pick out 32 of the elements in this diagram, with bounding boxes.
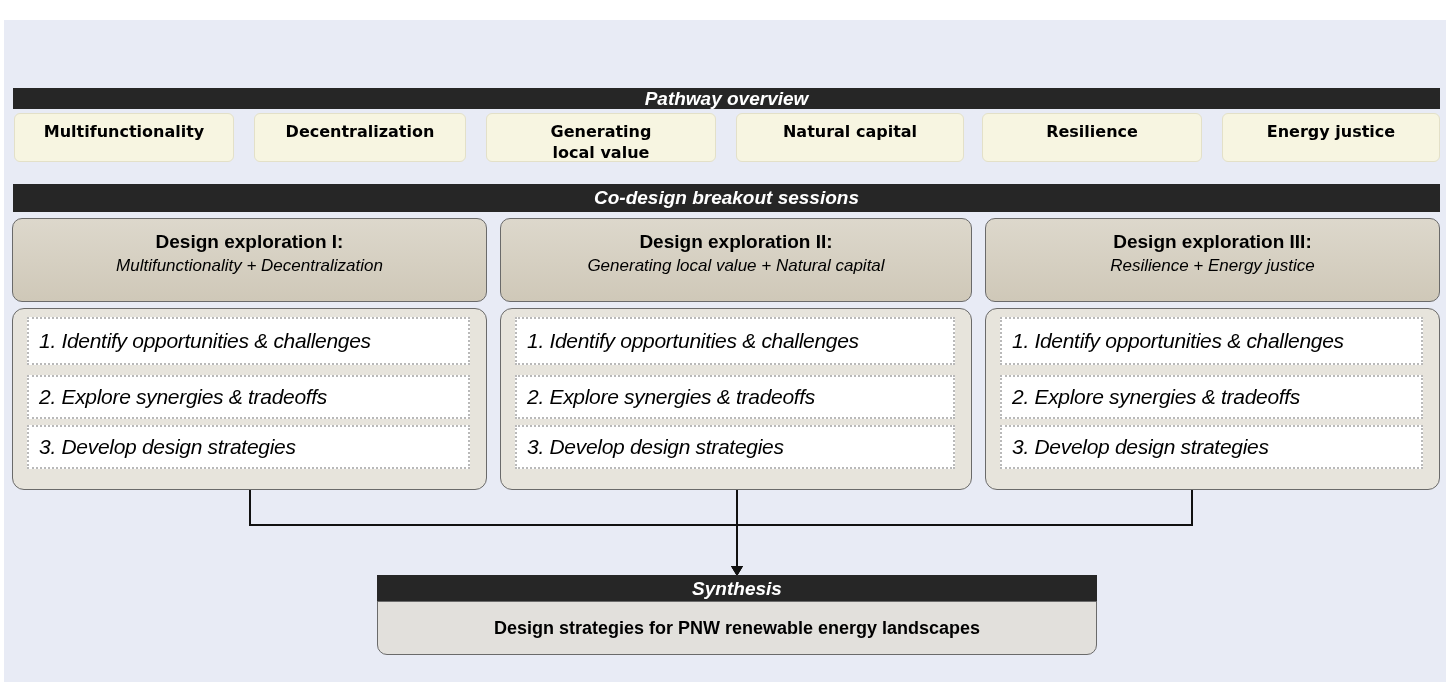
exploration-title: Design exploration I: — [154, 231, 345, 253]
pathway-box: Generating local value — [486, 113, 716, 162]
step-box: 3. Develop design strategies — [515, 425, 955, 469]
steps-container — [985, 308, 1440, 490]
step-box: 3. Develop design strategies — [1000, 425, 1423, 469]
pathway-pair-text: Generating local value + Natural capital — [586, 256, 886, 276]
step-box: 1. Identify opportunities & challenges — [515, 317, 955, 365]
pathway-box: Multifunctionality — [14, 113, 234, 162]
section-header-band: Pathway overview — [13, 88, 1440, 109]
step-box: 1. Identify opportunities & challenges — [27, 317, 470, 365]
section-header-band: Co-design breakout sessions — [13, 184, 1440, 212]
section-header-band: Synthesis — [377, 575, 1097, 602]
pathway-pair-text: Resilience + Energy justice — [1109, 256, 1316, 276]
exploration-title: Design exploration II: — [638, 231, 834, 253]
exploration-header-box — [500, 218, 972, 302]
step-box: 2. Explore synergies & tradeoffs — [27, 375, 470, 419]
synthesis-box: Design strategies for PNW renewable energy landscapes — [377, 601, 1097, 655]
step-box: 2. Explore synergies & tradeoffs — [1000, 375, 1423, 419]
pathway-box: Energy justice — [1222, 113, 1440, 162]
step-box: 2. Explore synergies & tradeoffs — [515, 375, 955, 419]
pathway-box: Resilience — [982, 113, 1202, 162]
exploration-header-box — [12, 218, 487, 302]
step-box: 3. Develop design strategies — [27, 425, 470, 469]
connector-arrow — [731, 489, 1193, 576]
exploration-header-box — [985, 218, 1440, 302]
step-box: 1. Identify opportunities & challenges — [1000, 317, 1423, 365]
steps-container — [500, 308, 972, 490]
pathway-box: Natural capital — [736, 113, 964, 162]
exploration-title: Design exploration III: — [1112, 231, 1313, 253]
pathway-box: Decentralization — [254, 113, 466, 162]
pathway-pair-text: Multifunctionality + Decentralization — [115, 256, 384, 276]
steps-container — [12, 308, 487, 490]
